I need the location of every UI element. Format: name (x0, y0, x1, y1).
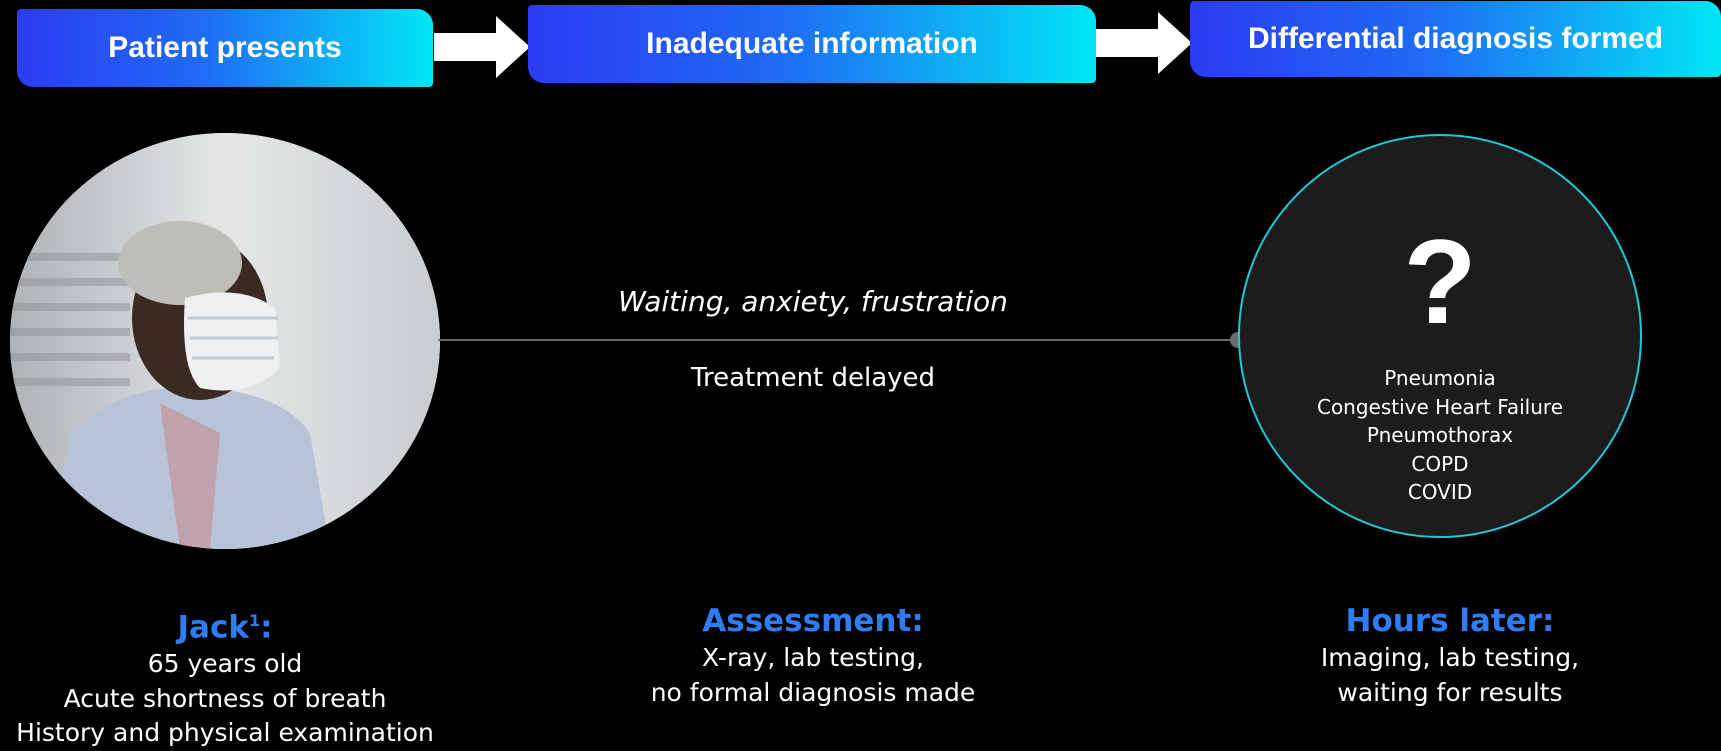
arrow-right-icon (1096, 12, 1192, 74)
later-detail: Imaging, lab testing, (1320, 643, 1580, 672)
differential-item: COVID (1407, 480, 1473, 504)
assessment-detail: X-ray, lab testing, (702, 643, 924, 672)
assessment-heading: Assessment: (702, 603, 924, 639)
patient-heading: Jack1: (177, 609, 273, 646)
stage-differential-diagnosis: Differential diagnosis formed (1190, 1, 1721, 77)
later-summary: Hours later: Imaging, lab testing, waiti… (1240, 601, 1660, 710)
footnote-marker: 1 (248, 611, 261, 630)
stage-patient-presents: Patient presents (17, 9, 433, 87)
stage-label: Inadequate information (646, 27, 978, 60)
later-heading: Hours later: (1345, 603, 1555, 639)
arrow-right-icon (434, 16, 530, 78)
stage-inadequate-information: Inadequate information (528, 5, 1096, 83)
timeline-feeling: Waiting, anxiety, frustration (618, 285, 1008, 318)
differential-item: Pneumonia (1384, 366, 1496, 390)
patient-detail: 65 years old (147, 649, 303, 679)
stage-label: Differential diagnosis formed (1247, 22, 1664, 55)
patient-photo (10, 133, 440, 549)
timeline-consequence: Treatment delayed (690, 363, 936, 393)
stage-label: Patient presents (108, 31, 342, 64)
timeline-line (438, 339, 1238, 341)
later-detail: waiting for results (1337, 677, 1563, 707)
patient-detail: History and physical examination (16, 718, 434, 748)
assessment-summary: Assessment: X-ray, lab testing, no forma… (563, 601, 1063, 710)
differential-circle: ? (1238, 134, 1642, 538)
differential-item: Congestive Heart Failure (1316, 394, 1563, 419)
differential-item: COPD (1411, 451, 1469, 476)
masked-patient-image (10, 133, 440, 549)
patient-summary: Jack1: 65 years old Acute shortness of b… (0, 601, 450, 751)
patient-detail: Acute shortness of breath (63, 683, 387, 713)
differential-list: Pneumonia Congestive Heart Failure Pneum… (1238, 364, 1642, 507)
assessment-detail: no formal diagnosis made (650, 677, 976, 707)
differential-item: Pneumothorax (1366, 423, 1514, 447)
question-mark-icon: ? (1403, 215, 1477, 349)
